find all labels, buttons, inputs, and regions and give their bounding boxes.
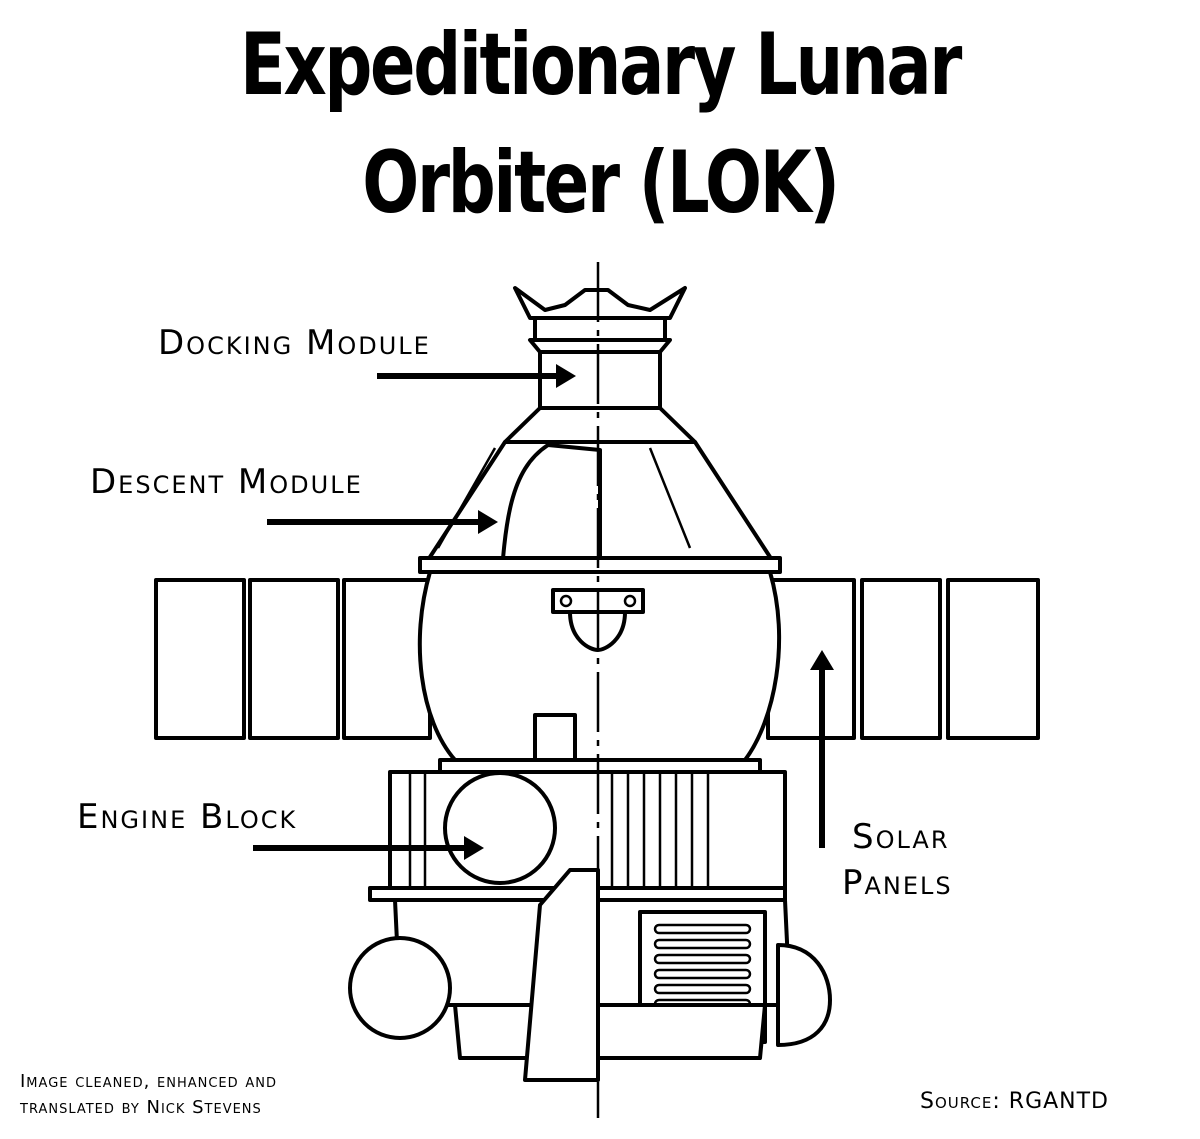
orbital-module bbox=[417, 570, 782, 762]
solar-panel-left bbox=[154, 578, 432, 740]
arrow-descent-module bbox=[267, 510, 498, 534]
label-engine-block: Engine Block bbox=[77, 797, 298, 837]
source-credit: Source: RGANTD bbox=[920, 1089, 1110, 1114]
label-descent-module: Descent Module bbox=[90, 462, 363, 502]
title-line-1: Expeditionary Lunar bbox=[239, 15, 962, 115]
credit-line-2: translated by Nick Stevens bbox=[20, 1097, 262, 1118]
engine-block bbox=[348, 758, 832, 1082]
label-solar-panels-line-2: Panels bbox=[842, 863, 953, 903]
arrow-docking-module bbox=[377, 364, 576, 388]
label-docking-module: Docking Module bbox=[158, 323, 431, 363]
docking-module bbox=[503, 286, 697, 444]
engine-block-ribs bbox=[610, 772, 710, 890]
solar-panel-right bbox=[766, 578, 1040, 740]
label-solar-panels-line-1: Solar bbox=[852, 817, 950, 857]
credit-line-1: Image cleaned, enhanced and bbox=[20, 1071, 277, 1092]
title-line-2: Orbiter (LOK) bbox=[362, 133, 840, 233]
arrow-engine-block bbox=[253, 836, 484, 860]
arrow-solar-panels bbox=[810, 650, 834, 848]
